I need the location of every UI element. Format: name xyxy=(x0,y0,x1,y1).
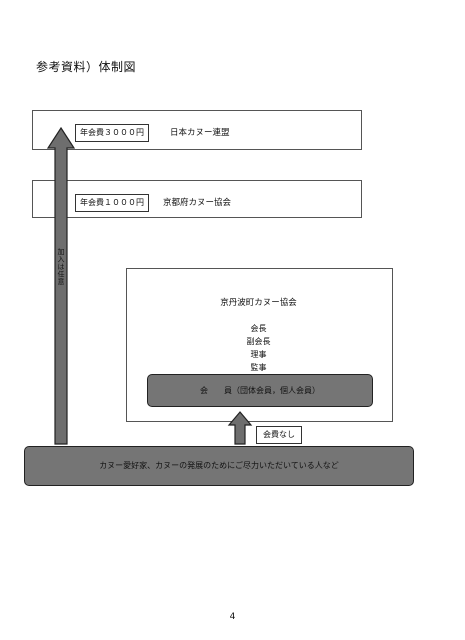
page-number: 4 xyxy=(229,612,236,622)
association-name: 京都府カヌー協会 xyxy=(163,198,232,208)
arrow-label: 加入は任意 xyxy=(57,248,65,286)
role-president: 会長 xyxy=(250,324,267,333)
join-arrow-icon xyxy=(46,126,76,445)
federation-name: 日本カヌー連盟 xyxy=(170,128,230,138)
role-auditor: 監事 xyxy=(250,363,267,372)
page-title: 参考資料）体制図 xyxy=(36,60,137,74)
federation-fee-label: 年会費３０００円 xyxy=(75,124,149,142)
local-association-name: 京丹波町カヌー協会 xyxy=(220,298,297,308)
members-bar: 会 員（団体会員，個人会員） xyxy=(147,374,373,407)
association-fee-label: 年会費１０００円 xyxy=(75,194,149,212)
role-director: 理事 xyxy=(250,350,267,359)
no-fee-label: 会費なし xyxy=(256,426,302,444)
role-vice-president: 副会長 xyxy=(246,337,271,346)
base-supporters-bar: カヌー愛好家、カヌーの発展のためにご尽力いただいている人など xyxy=(24,446,414,486)
role-list: 会長 副会長 理事 監事 xyxy=(126,322,391,374)
up-arrow-icon xyxy=(227,411,253,445)
